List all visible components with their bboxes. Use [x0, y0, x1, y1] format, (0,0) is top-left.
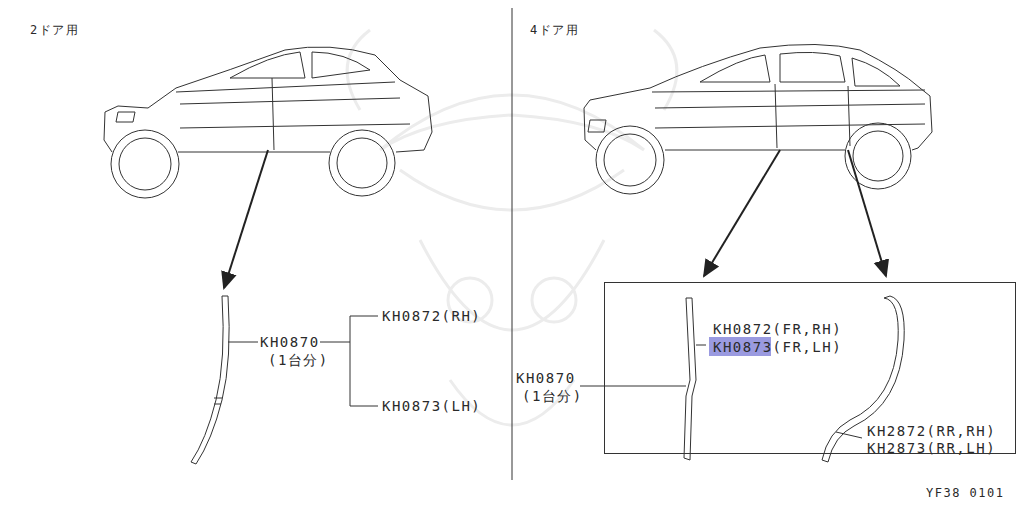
part-number: KH0872(RH) — [382, 308, 481, 324]
sedan-drawing — [584, 44, 932, 194]
leader-lines — [580, 345, 862, 438]
quantity-note: (1台分) — [268, 352, 329, 368]
part-number: KH0873(LH) — [382, 398, 481, 414]
inset-frame: KH0872(FR,RH) KH0873(FR,LH) KH2872(RR,RH)K… — [604, 282, 1016, 454]
part-number: KH0873(FR,LH) — [713, 339, 842, 355]
part-number: KH0870 — [260, 334, 320, 350]
quantity-note: (1台分) — [522, 388, 583, 404]
coupe-drawing — [104, 47, 432, 198]
part-number: KH2872(RR,RH) — [867, 423, 996, 439]
part-number: KH0872(FR,RH) — [713, 321, 842, 337]
leader-lines — [228, 316, 378, 406]
figure-code: YF38 0101 — [926, 485, 1005, 501]
section-title: 2ドア用 — [30, 22, 79, 38]
part-number: KH2873(RR,LH) — [867, 440, 996, 456]
weatherstrip — [191, 296, 229, 464]
part-number: KH0870 — [516, 370, 576, 386]
section-title: 4ドア用 — [530, 22, 579, 38]
